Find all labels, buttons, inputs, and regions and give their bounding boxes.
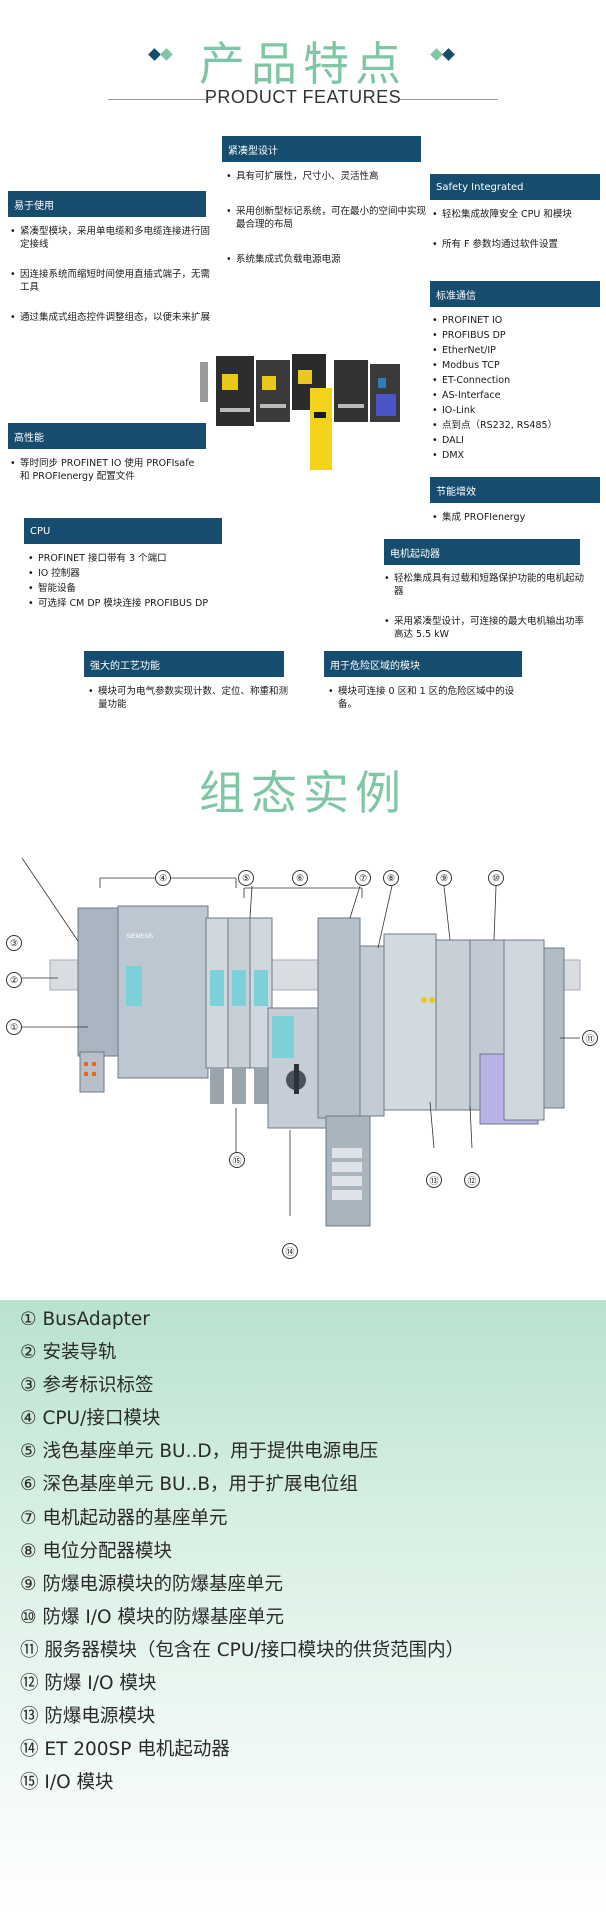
list-item: 可选择 CM DP 模块连接 PROFIBUS DP — [28, 597, 228, 610]
legend-item: ⑫ 防爆 I/O 模块 — [20, 1673, 157, 1695]
legend-item: ⑥ 深色基座单元 BU..B，用于扩展电位组 — [20, 1474, 359, 1496]
callout-2: ② — [6, 972, 22, 988]
callout-13: ⑬ — [426, 1172, 442, 1188]
list-item: 所有 F 参数均通过软件设置 — [432, 238, 602, 251]
list-item: 通过集成式组态控件调整组态，以便未来扩展 — [10, 311, 215, 324]
list-item: 因连接系统而缩短时间使用直插式端子，无需工具 — [10, 268, 215, 294]
feature-list-safety: 轻松集成故障安全 CPU 和模块 所有 F 参数均通过软件设置 — [432, 208, 602, 268]
list-item: 轻松集成具有过载和短路保护功能的电机起动器 — [384, 572, 584, 598]
legend-item: ⑩ 防爆 I/O 模块的防爆基座单元 — [20, 1606, 284, 1628]
callout-3: ③ — [6, 935, 22, 951]
feature-list-easy: 紧凑型模块，采用单电缆和多电缆连接进行固定接线 因连接系统而缩短时间使用直插式端… — [10, 225, 215, 341]
callout-8: ⑧ — [383, 870, 399, 886]
feature-list-tech: 模块可为电气参数实现计数、定位、称重和测量功能 — [88, 685, 288, 711]
legend-item: ⑪ 服务器模块（包含在 CPU/接口模块的供货范围内） — [20, 1639, 465, 1661]
list-item: AS-Interface — [432, 389, 602, 402]
list-item: IO-Link — [432, 404, 602, 417]
list-item: 采用创新型标记系统，可在最小的空间中实现最合理的布局 — [226, 205, 426, 231]
siemens-logo: SIEMENS — [126, 934, 153, 940]
legend-item: ⑬ 防爆电源模块 — [20, 1706, 156, 1728]
feature-list-cpu: PROFINET 接口带有 3 个端口 IO 控制器 智能设备 可选择 CM D… — [28, 552, 228, 612]
callout-11: ⑪ — [582, 1030, 598, 1046]
list-item: IO 控制器 — [28, 567, 228, 580]
feature-title-compact: 紧凑型设计 — [222, 136, 421, 162]
legend-item: ⑮ I/O 模块 — [20, 1772, 114, 1794]
feature-title-cpu: CPU — [24, 518, 222, 544]
feature-title-hazard: 用于危险区域的模块 — [324, 651, 522, 677]
list-item: 点到点（RS232, RS485） — [432, 419, 602, 432]
feature-title-motor: 电机起动器 — [384, 539, 580, 565]
feature-title-easy: 易于使用 — [8, 191, 206, 217]
list-item: 具有可扩展性，尺寸小、灵活性高 — [226, 170, 426, 183]
list-item: 模块可为电气参数实现计数、定位、称重和测量功能 — [88, 685, 288, 711]
legend-item: ② 安装导轨 — [20, 1342, 117, 1364]
list-item: 模块可连接 0 区和 1 区的危险区域中的设备。 — [328, 685, 528, 711]
list-item: Modbus TCP — [432, 359, 602, 372]
list-item: 轻松集成故障安全 CPU 和模块 — [432, 208, 602, 221]
list-item: 系统集成式负载电源电源 — [226, 253, 426, 266]
callout-5: ⑤ — [238, 870, 254, 886]
callout-6: ⑥ — [292, 870, 308, 886]
configuration-example-diagram: SIEMENS — [21, 858, 581, 1227]
list-item: ET-Connection — [432, 374, 602, 387]
feature-title-tech: 强大的工艺功能 — [84, 651, 284, 677]
feature-list-performance: 等时同步 PROFINET IO 使用 PROFIsafe 和 PROFIene… — [10, 457, 200, 483]
title-divider-left — [108, 99, 212, 100]
feature-title-energy: 节能增效 — [430, 477, 600, 503]
legend-item: ⑭ ET 200SP 电机起动器 — [20, 1739, 230, 1761]
legend-item: ⑦ 电机起动器的基座单元 — [20, 1507, 228, 1529]
feature-list-comm: PROFINET IO PROFIBUS DP EtherNet/IP Modb… — [432, 314, 602, 464]
callout-1: ① — [6, 1019, 22, 1035]
callout-12: ⑫ — [464, 1172, 480, 1188]
callout-7: ⑦ — [355, 870, 371, 886]
list-item: EtherNet/IP — [432, 344, 602, 357]
list-item: PROFIBUS DP — [432, 329, 602, 342]
callout-4: ④ — [155, 870, 171, 886]
feature-title-performance: 高性能 — [8, 423, 206, 449]
legend-background — [0, 1300, 606, 1920]
page-subtitle: PRODUCT FEATURES — [204, 87, 402, 107]
list-item: 采用紧凑型设计，可连接的最大电机输出功率高达 5.5 kW — [384, 615, 584, 641]
list-item: PROFINET IO — [432, 314, 602, 327]
legend-item: ⑤ 浅色基座单元 BU..D，用于提供电源电压 — [20, 1441, 379, 1463]
legend-item: ⑧ 电位分配器模块 — [20, 1540, 172, 1562]
list-item: PROFINET 接口带有 3 个端口 — [28, 552, 228, 565]
list-item: DMX — [432, 449, 602, 462]
list-item: 紧凑型模块，采用单电缆和多电缆连接进行固定接线 — [10, 225, 215, 251]
feature-list-motor: 轻松集成具有过载和短路保护功能的电机起动器 采用紧凑型设计，可连接的最大电机输出… — [384, 572, 584, 658]
feature-title-safety: Safety Integrated — [430, 174, 600, 200]
callout-10: ⑩ — [488, 870, 504, 886]
diamond-ornament-right — [430, 48, 470, 62]
page-title: 产品特点 — [199, 37, 407, 91]
section-title-example: 组态实例 — [199, 766, 407, 820]
callout-14: ⑭ — [282, 1243, 298, 1259]
component-legend: ① BusAdapter ② 安装导轨 ③ 参考标识标签 ④ CPU/接口模块 … — [20, 1303, 464, 1799]
diamond-ornament-left — [148, 48, 188, 62]
feature-title-comm: 标准通信 — [430, 281, 600, 307]
legend-item: ① BusAdapter — [20, 1309, 150, 1330]
list-item: 智能设备 — [28, 582, 228, 595]
feature-list-energy: 集成 PROFIenergy — [432, 511, 602, 524]
legend-item: ⑨ 防爆电源模块的防爆基座单元 — [20, 1573, 283, 1595]
title-divider-right — [398, 99, 498, 100]
callout-9: ⑨ — [436, 870, 452, 886]
list-item: 等时同步 PROFINET IO 使用 PROFIsafe 和 PROFIene… — [10, 457, 200, 483]
et200sp-product-image — [200, 354, 400, 470]
legend-item: ③ 参考标识标签 — [20, 1375, 154, 1397]
list-item: DALI — [432, 434, 602, 447]
feature-list-compact: 具有可扩展性，尺寸小、灵活性高 采用创新型标记系统，可在最小的空间中实现最合理的… — [226, 170, 426, 288]
callout-15: ⑮ — [229, 1152, 245, 1168]
legend-item: ④ CPU/接口模块 — [20, 1408, 161, 1430]
list-item: 集成 PROFIenergy — [432, 511, 602, 524]
feature-list-hazard: 模块可连接 0 区和 1 区的危险区域中的设备。 — [328, 685, 528, 711]
